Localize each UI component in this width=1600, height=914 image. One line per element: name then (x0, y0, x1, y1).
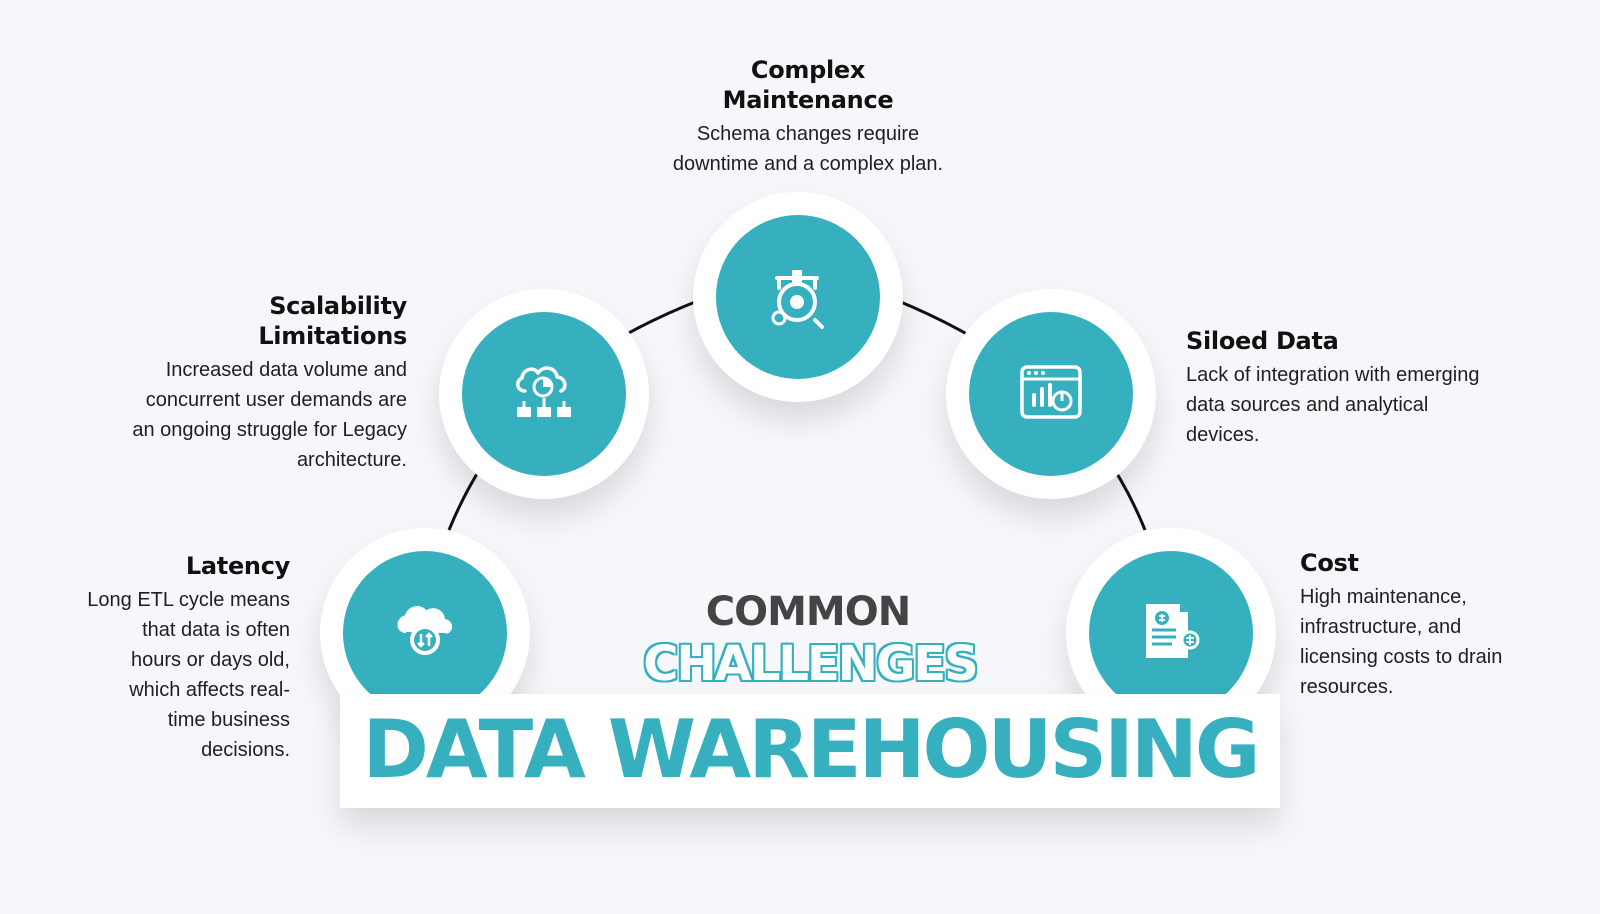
description-latency-line1: Long ETL cycle means (87, 589, 290, 611)
description-latency-line2: that data is often (142, 619, 290, 641)
description-cost-line2: infrastructure, and (1300, 616, 1462, 638)
node-complex-maintenance (693, 192, 903, 402)
description-latency-line4: which affects real- (129, 679, 290, 701)
description-scalability-line1: Increased data volume and (165, 359, 407, 381)
title-scalability-line1: Scalability (269, 292, 407, 320)
title-scalability-limitations: Scalability Limitations (72, 291, 407, 351)
description-latency: Long ETL cycle means that data is often … (38, 585, 290, 765)
description-cost: High maintenance, infrastructure, and li… (1300, 582, 1560, 702)
description-latency-line6: decisions. (201, 739, 290, 761)
description-scalability-line4: architecture. (296, 449, 407, 471)
node-complex-maintenance-fill (716, 215, 880, 379)
description-latency-line3: hours or days old, (131, 649, 290, 671)
title-complex-maintenance-line1: Complex (750, 56, 866, 84)
description-cost-line3: licensing costs to drain (1300, 646, 1503, 668)
label-scalability-limitations: Scalability Limitations Increased data v… (72, 291, 407, 475)
node-cost (1066, 528, 1276, 738)
title-latency: Latency (185, 552, 290, 580)
wrench-gear-icon (771, 270, 824, 329)
label-cost: Cost High maintenance, infrastructure, a… (1300, 548, 1560, 702)
node-scalability-limitations-fill (462, 312, 626, 476)
label-latency: Latency Long ETL cycle means that data i… (38, 551, 290, 765)
title-scalability-line2: Limitations (258, 322, 407, 350)
cloud-timer-icon (397, 606, 452, 655)
description-complex-maintenance-line1: Schema changes require (696, 123, 920, 145)
description-siloed-data-line2: data sources and analytical (1186, 394, 1429, 416)
browser-chart-icon (1020, 365, 1082, 419)
title-siloed-data: Siloed Data (1186, 327, 1339, 355)
label-complex-maintenance: Complex Maintenance Schema changes requi… (618, 55, 998, 179)
node-siloed-data (946, 289, 1156, 499)
description-cost-line1: High maintenance, (1300, 586, 1467, 608)
description-scalability-line3: an ongoing struggle for Legacy (132, 419, 407, 441)
cloud-database-icon (516, 366, 571, 417)
label-siloed-data: Siloed Data Lack of integration with eme… (1186, 326, 1536, 450)
description-scalability-limitations: Increased data volume and concurrent use… (72, 355, 407, 475)
node-cost-fill (1089, 551, 1253, 715)
invoice-dollar-icon (1146, 604, 1200, 658)
title-complex-maintenance-line2: Maintenance (722, 86, 894, 114)
node-latency-fill (343, 551, 507, 715)
title-complex-maintenance: Complex Maintenance (618, 55, 998, 115)
node-latency (320, 528, 530, 738)
title-cost: Cost (1300, 549, 1359, 577)
description-siloed-data-line1: Lack of integration with emerging (1186, 364, 1480, 386)
description-complex-maintenance-line2: downtime and a complex plan. (672, 153, 944, 175)
node-siloed-data-fill (969, 312, 1133, 476)
description-scalability-line2: concurrent user demands are (145, 389, 407, 411)
node-scalability-limitations (439, 289, 649, 499)
description-cost-line4: resources. (1300, 676, 1394, 698)
description-complex-maintenance: Schema changes require downtime and a co… (618, 119, 998, 179)
description-siloed-data-line3: devices. (1186, 424, 1260, 446)
description-latency-line5: time business (167, 709, 290, 731)
description-siloed-data: Lack of integration with emerging data s… (1186, 360, 1536, 450)
